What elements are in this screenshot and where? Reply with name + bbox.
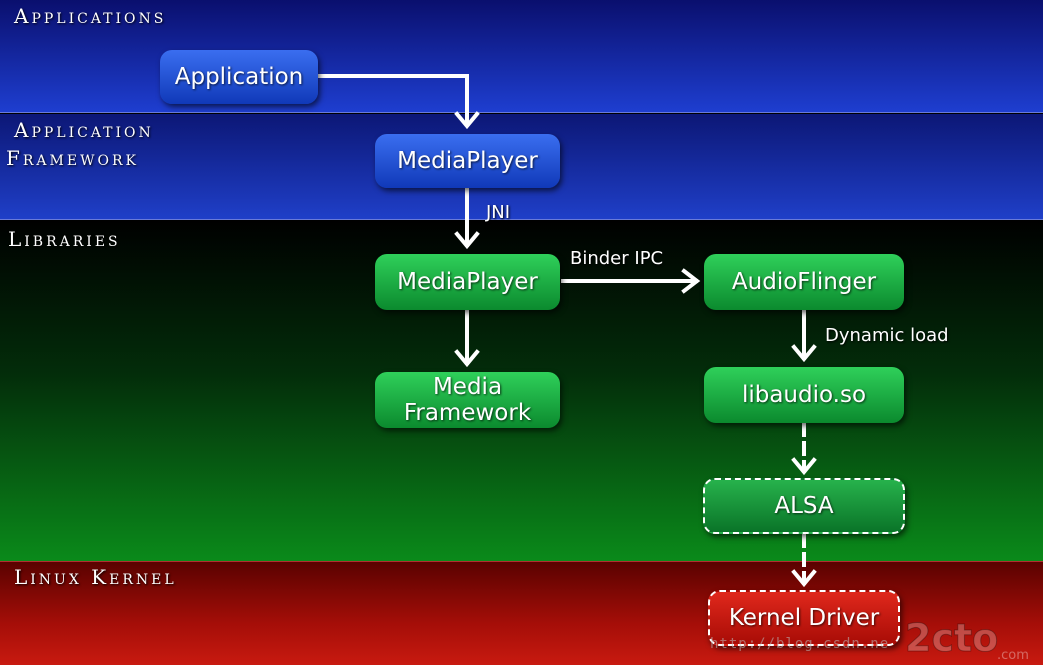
alsa-box: ALSA: [703, 478, 905, 534]
arrow-binder-ipc-head: [681, 268, 701, 294]
kernel-driver-box: Kernel Driver: [708, 590, 900, 646]
mediaplayer-java-box: MediaPlayer: [375, 134, 560, 188]
linux-kernel-layer-label: Linux Kernel: [14, 565, 177, 589]
arrow-application-to-mediaplayer-head: [454, 111, 480, 130]
arrow-application-to-mediaplayer: [318, 74, 469, 126]
application-box: Application: [160, 50, 318, 104]
libraries-layer-label: Libraries: [8, 227, 121, 251]
arrow-alsa-head: [791, 457, 817, 476]
framework-label-line1: Application: [14, 118, 154, 142]
applications-layer-label: Applications: [14, 4, 167, 28]
media-framework-box: Media Framework: [375, 372, 560, 428]
watermark-logo: 2cto .com: [905, 616, 1029, 664]
watermark-logo-suffix: .com: [997, 648, 1029, 663]
framework-label-line2: Framework: [6, 146, 139, 170]
libaudio-box: libaudio.so: [704, 367, 904, 423]
mediaplayer-native-box: MediaPlayer: [375, 254, 560, 310]
arrow-media-framework-head: [454, 349, 480, 368]
binder-ipc-label: Binder IPC: [570, 248, 664, 269]
jni-label: JNI: [486, 202, 511, 223]
media-framework-line2: Framework: [403, 400, 532, 426]
dynamic-load-label: Dynamic load: [825, 325, 949, 346]
arrow-jni-head: [454, 231, 480, 250]
audioflinger-box: AudioFlinger: [704, 254, 904, 310]
arrow-kernel-driver-head: [791, 569, 817, 588]
watermark-url: http://blog.csdn.ne: [710, 636, 890, 652]
watermark-logo-text: 2cto: [905, 616, 998, 660]
arrow-dynamic-load-head: [791, 344, 817, 363]
application-framework-layer-label: Application Framework: [6, 116, 154, 172]
media-framework-line1: Media: [432, 374, 503, 400]
